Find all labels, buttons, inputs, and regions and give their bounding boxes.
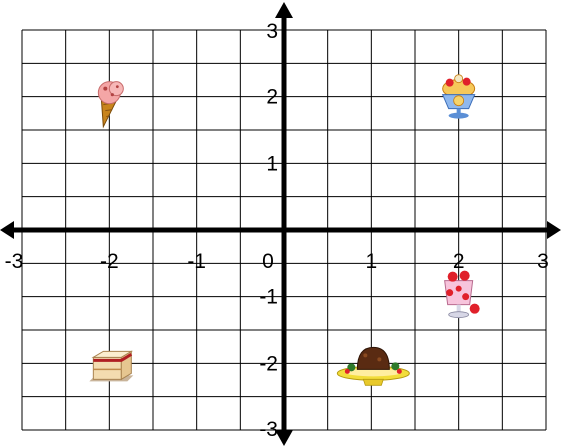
y-tick-label: 1 bbox=[266, 152, 278, 175]
chocolate-pudding-icon bbox=[337, 347, 409, 385]
y-tick-label: 3 bbox=[266, 20, 278, 43]
x-tick-label: 1 bbox=[365, 250, 377, 273]
y-tick-label: -2 bbox=[259, 352, 278, 375]
x-tick-label: -1 bbox=[187, 250, 206, 273]
ice-cream-cone-icon bbox=[98, 82, 123, 127]
ice-cream-sundae-icon bbox=[443, 75, 475, 119]
x-axis-arrow-left bbox=[0, 221, 14, 239]
x-tick-label: 3 bbox=[537, 250, 549, 273]
y-tick-label: -3 bbox=[259, 418, 278, 441]
x-axis-arrow-right bbox=[547, 221, 561, 239]
x-tick-label: -3 bbox=[5, 250, 24, 273]
y-axis-arrow-up bbox=[275, 2, 293, 18]
y-tick-label: 2 bbox=[266, 86, 278, 109]
strawberry-parfait-icon bbox=[445, 271, 480, 318]
cake-slice-icon bbox=[89, 351, 133, 381]
x-tick-label: 0 bbox=[262, 250, 274, 273]
x-tick-label: -2 bbox=[100, 250, 119, 273]
y-tick-label: -1 bbox=[259, 286, 278, 309]
x-tick-label: 2 bbox=[453, 250, 465, 273]
